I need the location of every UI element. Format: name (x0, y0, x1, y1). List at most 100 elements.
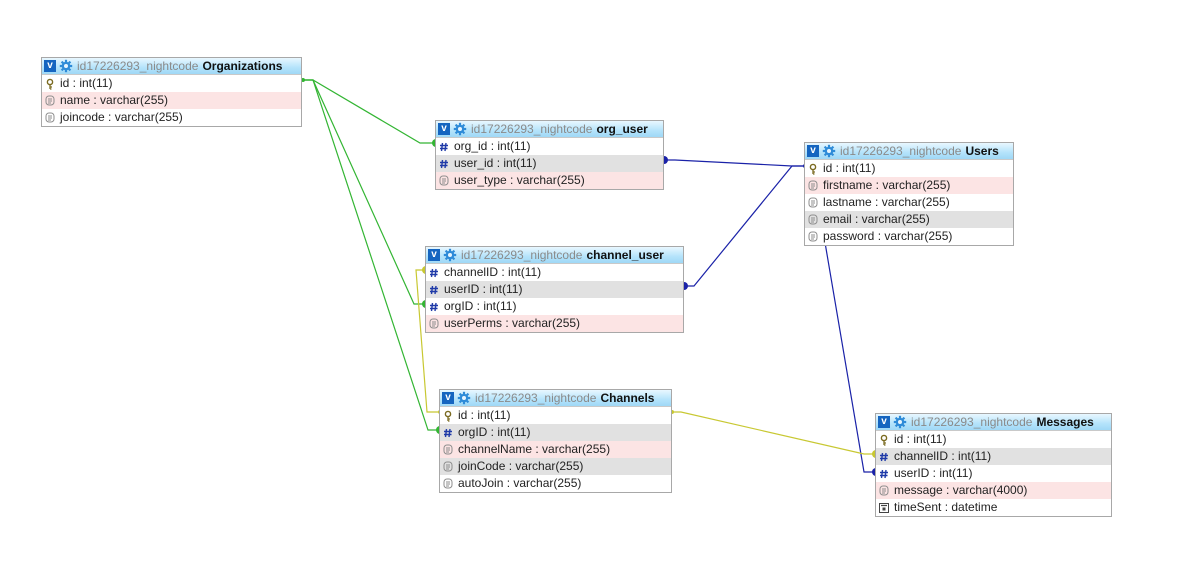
column-row[interactable]: orgID : int(11) (426, 298, 683, 315)
database-name: id17226293_nightcode (471, 122, 593, 136)
table-name: org_user (596, 122, 648, 136)
relation-channel-user-to-organizations[interactable] (302, 79, 426, 305)
table-name: channel_user (586, 248, 664, 262)
gear-icon[interactable] (457, 391, 475, 405)
relation-channels-to-organizations[interactable] (302, 79, 440, 431)
gear-icon[interactable] (453, 122, 471, 136)
column-label: id : int(11) (894, 432, 947, 446)
relation-org-user-to-users[interactable] (664, 159, 805, 167)
column-row[interactable]: org_id : int(11) (436, 138, 663, 155)
text-icon (428, 318, 440, 330)
column-label: id : int(11) (458, 408, 511, 422)
database-name: id17226293_nightcode (461, 248, 583, 262)
text-icon (807, 180, 819, 192)
gear-icon[interactable] (59, 59, 77, 73)
table-name: Organizations (202, 59, 283, 73)
table-name: Messages (1036, 415, 1094, 429)
column-row[interactable]: joinCode : varchar(255) (440, 458, 671, 475)
column-row[interactable]: id : int(11) (876, 431, 1111, 448)
column-label: user_id : int(11) (454, 156, 537, 170)
hash-icon (438, 141, 450, 153)
column-label: name : varchar(255) (60, 93, 169, 107)
date-icon (878, 502, 890, 514)
column-row[interactable]: channelID : int(11) (426, 264, 683, 281)
relation-org-user-to-organizations[interactable] (302, 79, 436, 144)
collapse-toggle-icon[interactable]: v (438, 123, 450, 135)
column-row[interactable]: message : varchar(4000) (876, 482, 1111, 499)
column-row[interactable]: user_type : varchar(255) (436, 172, 663, 189)
relation-channel-user-to-channels[interactable] (415, 269, 440, 413)
collapse-toggle-icon[interactable]: v (428, 249, 440, 261)
column-label: orgID : int(11) (458, 425, 531, 439)
database-name: id17226293_nightcode (911, 415, 1033, 429)
relation-messages-to-channels[interactable] (671, 411, 876, 455)
collapse-toggle-icon[interactable]: v (442, 392, 454, 404)
column-label: lastname : varchar(255) (823, 195, 950, 209)
column-label: timeSent : datetime (894, 500, 998, 514)
hash-icon (878, 468, 890, 480)
key-icon (807, 163, 819, 175)
hash-icon (428, 301, 440, 313)
key-icon (442, 410, 454, 422)
column-row[interactable]: timeSent : datetime (876, 499, 1111, 516)
text-icon (442, 478, 454, 490)
column-label: email : varchar(255) (823, 212, 930, 226)
text-icon (442, 444, 454, 456)
column-row[interactable]: joincode : varchar(255) (42, 109, 301, 126)
link-anchor (301, 78, 305, 82)
column-row[interactable]: userID : int(11) (426, 281, 683, 298)
gear-icon[interactable] (893, 415, 911, 429)
column-row[interactable]: lastname : varchar(255) (805, 194, 1013, 211)
column-row[interactable]: autoJoin : varchar(255) (440, 475, 671, 492)
collapse-toggle-icon[interactable]: v (44, 60, 56, 72)
gear-icon[interactable] (822, 144, 840, 158)
column-label: channelID : int(11) (894, 449, 992, 463)
text-icon (807, 231, 819, 243)
column-label: userPerms : varchar(255) (444, 316, 581, 330)
column-row[interactable]: name : varchar(255) (42, 92, 301, 109)
hash-icon (442, 427, 454, 439)
column-label: joinCode : varchar(255) (458, 459, 584, 473)
column-row[interactable]: userID : int(11) (876, 465, 1111, 482)
column-label: firstname : varchar(255) (823, 178, 951, 192)
column-label: joincode : varchar(255) (60, 110, 183, 124)
column-row[interactable]: user_id : int(11) (436, 155, 663, 172)
hash-icon (428, 267, 440, 279)
column-row[interactable]: id : int(11) (805, 160, 1013, 177)
collapse-toggle-icon[interactable]: v (807, 145, 819, 157)
column-label: userID : int(11) (444, 282, 523, 296)
column-row[interactable]: userPerms : varchar(255) (426, 315, 683, 332)
column-row[interactable]: orgID : int(11) (440, 424, 671, 441)
column-row[interactable]: id : int(11) (440, 407, 671, 424)
text-icon (807, 197, 819, 209)
text-icon (878, 485, 890, 497)
column-row[interactable]: password : varchar(255) (805, 228, 1013, 245)
link-end-marker (684, 282, 688, 290)
column-label: org_id : int(11) (454, 139, 531, 153)
column-row[interactable]: firstname : varchar(255) (805, 177, 1013, 194)
relation-channel-user-to-users[interactable] (684, 165, 805, 287)
column-row[interactable]: channelID : int(11) (876, 448, 1111, 465)
gear-icon[interactable] (443, 248, 461, 262)
column-row[interactable]: email : varchar(255) (805, 211, 1013, 228)
database-name: id17226293_nightcode (77, 59, 199, 73)
column-label: password : varchar(255) (823, 229, 953, 243)
column-row[interactable]: id : int(11) (42, 75, 301, 92)
text-icon (807, 214, 819, 226)
text-icon (442, 461, 454, 473)
collapse-toggle-icon[interactable]: v (878, 416, 890, 428)
column-label: orgID : int(11) (444, 299, 517, 313)
column-row[interactable]: channelName : varchar(255) (440, 441, 671, 458)
